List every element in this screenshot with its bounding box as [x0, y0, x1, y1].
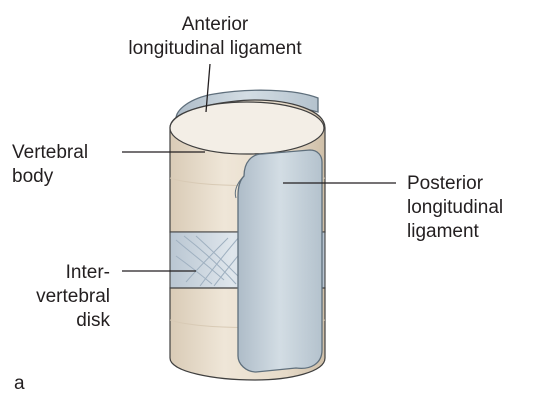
- label-intervertebral-disk: Inter- vertebral disk: [12, 261, 110, 333]
- label-posterior-longitudinal-ligament: Posterior longitudinal ligament: [407, 172, 503, 244]
- panel-label: a: [14, 372, 25, 396]
- label-vertebral-body: Vertebral body: [12, 141, 88, 189]
- label-anterior-longitudinal-ligament: Anterior longitudinal ligament: [85, 13, 345, 61]
